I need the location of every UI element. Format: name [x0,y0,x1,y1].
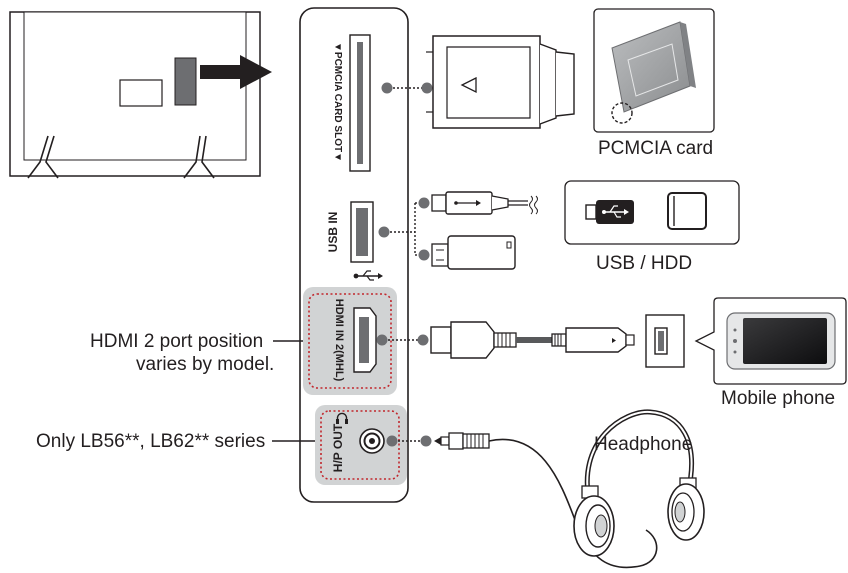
mobile-phone-image [726,312,836,370]
hp-out-highlight-frame [320,410,400,480]
hp-out-port-dot [386,435,398,447]
tv-rear-box [119,79,163,107]
arrow-right-icon [200,55,272,89]
usb-stick-dot [418,249,430,261]
hdmi-note-line1: HDMI 2 port position [90,331,264,352]
tv-stand-left [27,135,49,179]
hdmi-port-dot [376,334,388,346]
headphone-plug [434,432,490,450]
hdmi-port-inner [359,317,369,363]
pcmcia-module [426,35,575,129]
pcmcia-card-caption: PCMCIA card [598,138,714,159]
hdd-icon [667,192,707,230]
hdmi-cable-dot [417,334,429,346]
pcmcia-card-highlight [611,102,633,124]
usb-port-dot [378,226,390,238]
hp-plug-dot [420,435,432,447]
tv-back-view [9,11,261,179]
headphone-caption: Headphone [594,434,693,455]
hdmi-highlight-frame [308,293,392,389]
pcmcia-device-dot [421,82,433,94]
pcmcia-slot-label: ▼PCMCIA CARD SLOT▼ [332,42,343,162]
pcmcia-slot-opening [357,42,363,164]
pcmcia-card-image [611,21,696,113]
usb-port-inner [356,208,368,256]
headphone-symbol-icon [336,412,348,424]
usb-in-label: USB IN [326,212,340,253]
headphone-cable [488,438,658,569]
hp-out-label: H/P OUT [331,423,345,472]
hp-out-jack-center [369,438,375,444]
usb-symbol-icon [353,270,383,281]
tv-stand-right [183,135,201,179]
usb-flash-drive-icon [585,200,634,224]
phone-port-side [645,314,685,368]
usb-cable-dot [418,197,430,209]
headphone-image [573,409,705,557]
usb-cable [431,191,538,215]
mobile-phone-caption: Mobile phone [721,388,836,409]
usb-hdd-caption: USB / HDD [596,253,693,274]
hp-out-jack-ring [363,432,381,450]
series-note: Only LB56**, LB62** series [36,431,266,452]
hdmi-port-label: HDMI IN 2(MHL) [333,299,345,382]
tv-port-area [174,57,197,106]
pcmcia-port-dot [381,82,393,94]
usb-stick [431,235,516,270]
mhl-cable [430,321,635,359]
hdmi-note-line2: varies by model. [136,354,275,375]
tv-stand-right-inner [201,135,215,179]
tv-stand-left-inner [45,135,59,179]
